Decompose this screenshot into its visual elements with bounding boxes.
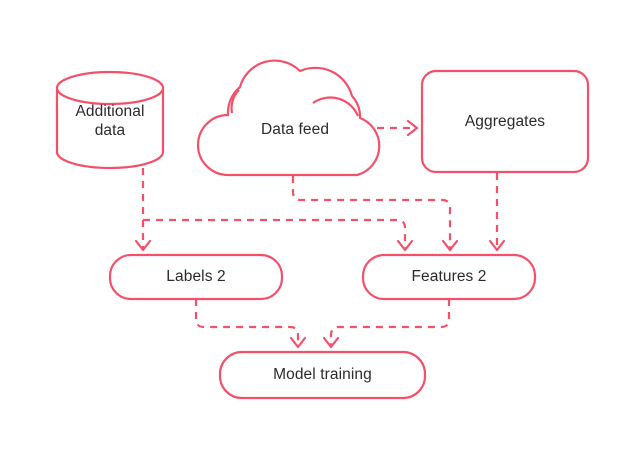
edge-additional-data-to-labels-2 [134,168,152,252]
node-additional-data[interactable] [55,70,165,170]
node-model-training[interactable] [218,350,427,400]
edge-labels-2-to-model-training [194,299,307,349]
edge-aggregates-to-features-2 [488,173,506,252]
edge-labels-2-to-features-2 [143,218,414,252]
edge-data-feed-to-features-2 [291,176,459,252]
node-data-feed[interactable] [196,59,381,177]
edge-features-2-to-model-training [322,299,451,349]
node-labels-2[interactable] [108,253,284,301]
node-features-2[interactable] [361,253,537,301]
edge-data-feed-to-aggregates [377,119,419,137]
node-aggregates[interactable] [420,69,590,174]
